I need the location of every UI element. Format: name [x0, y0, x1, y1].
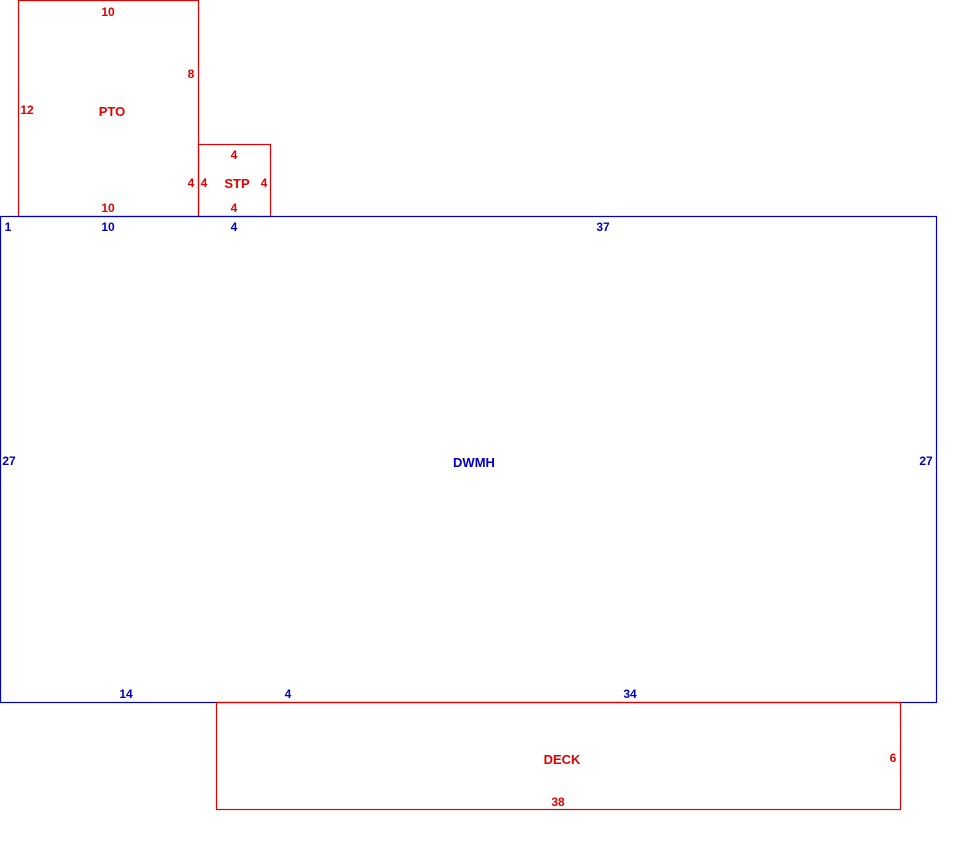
dwmh-area: 1 10 4 37 27 DWMH 27 14 4 34	[0, 215, 938, 704]
pto-bottom-dimension: 10	[101, 201, 115, 215]
pto-top-dimension: 10	[101, 5, 115, 19]
deck-outline	[215, 701, 902, 811]
pto-label: PTO	[99, 104, 126, 119]
deck-right-dimension: 6	[890, 751, 897, 765]
pto-right-lower-dimension: 4	[188, 176, 195, 190]
pto-right-upper-dimension: 8	[188, 67, 195, 81]
dwmh-top-segment-a-dimension: 10	[101, 220, 115, 234]
dwmh-bottom-segment-c-dimension: 34	[623, 687, 637, 701]
deck-label: DECK	[544, 752, 581, 767]
dwmh-right-dimension: 27	[919, 454, 933, 468]
deck-bottom-dimension: 38	[551, 795, 565, 809]
dwmh-bottom-segment-b-dimension: 4	[285, 687, 292, 701]
deck-area: DECK 6 38	[215, 701, 902, 811]
dwmh-label: DWMH	[453, 455, 495, 470]
stp-label: STP	[224, 176, 250, 191]
pto-area: 10 8 12 PTO 4 10	[17, 0, 200, 218]
pto-left-dimension: 12	[20, 103, 34, 117]
stp-area: 4 4 STP 4 4	[197, 143, 272, 218]
dwmh-top-segment-c-dimension: 37	[596, 220, 610, 234]
dwmh-top-corner-dimension: 1	[5, 220, 12, 234]
dwmh-top-segment-b-dimension: 4	[231, 220, 238, 234]
stp-bottom-dimension: 4	[231, 201, 238, 215]
stp-right-dimension: 4	[261, 176, 268, 190]
stp-left-dimension: 4	[201, 176, 208, 190]
stp-top-dimension: 4	[231, 148, 238, 162]
dwmh-left-dimension: 27	[2, 454, 16, 468]
dwmh-bottom-segment-a-dimension: 14	[119, 687, 133, 701]
